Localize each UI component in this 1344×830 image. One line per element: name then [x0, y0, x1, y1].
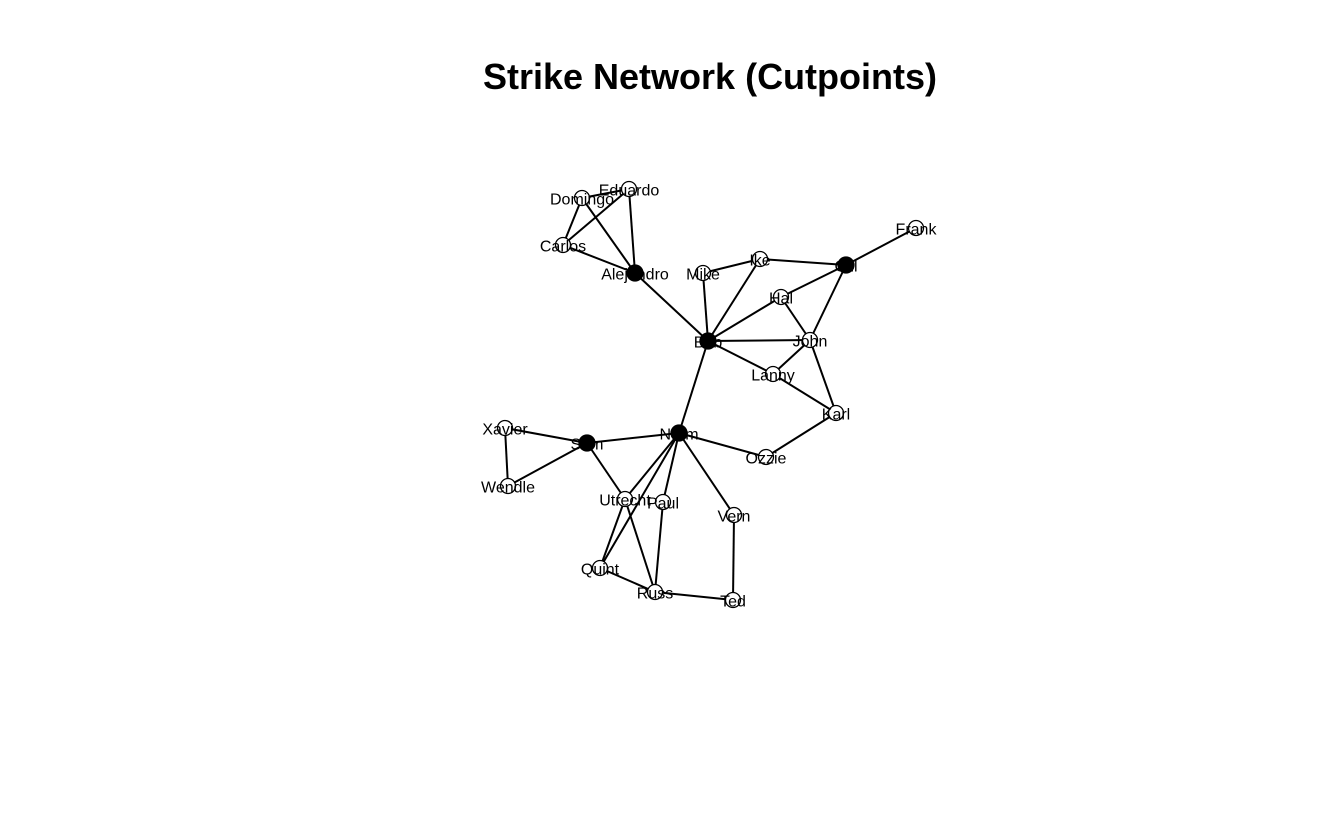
edge-norm-paul [662, 432, 680, 503]
edge-norm-utrecht [624, 432, 680, 500]
node-label-xavier: Xavier [482, 422, 528, 439]
node-label-vern: Vern [718, 509, 751, 526]
node-label-ozzie: Ozzie [746, 451, 787, 468]
node-paul [654, 493, 672, 511]
node-sam-cutpoint [578, 434, 596, 452]
node-gill-cutpoint [837, 256, 855, 274]
edge-bob-lanny [707, 340, 774, 375]
node-john [801, 331, 819, 349]
node-label-gill: Gill [834, 259, 857, 276]
node-mike [694, 264, 712, 282]
edge-bob-ike [707, 258, 761, 342]
edge-vern-ted [732, 514, 735, 601]
edge-john-karl [809, 339, 837, 414]
edge-karl-ozzie [765, 412, 837, 458]
node-label-mike: Mike [686, 267, 720, 284]
node-wendle [499, 477, 517, 495]
node-layer [496, 180, 925, 609]
edge-alejandro-domingo [581, 197, 636, 274]
edge-norm-quint [599, 432, 680, 569]
node-norm-cutpoint [670, 424, 688, 442]
edge-alejandro-bob [634, 272, 709, 342]
node-label-alejandro: Alejandro [601, 267, 669, 284]
edge-russ-ted [654, 591, 734, 601]
node-utrecht [616, 490, 634, 508]
node-label-domingo: Domingo [550, 192, 614, 209]
node-frank [907, 219, 925, 237]
edge-norm-sam [586, 432, 680, 444]
node-vern [725, 506, 743, 524]
edge-layer [504, 188, 917, 601]
edge-quint-russ [599, 567, 656, 593]
node-karl [827, 404, 845, 422]
node-label-sam: Sam [571, 437, 604, 454]
node-alejandro-cutpoint [626, 264, 644, 282]
edge-sam-wendle [507, 442, 588, 487]
node-russ [646, 583, 664, 601]
edge-bob-norm [678, 340, 709, 434]
node-label-quint: Quint [581, 562, 620, 579]
node-label-utrecht: Utrecht [599, 493, 651, 510]
node-label-john: John [793, 334, 828, 351]
edge-paul-russ [654, 501, 664, 593]
node-label-frank: Frank [896, 222, 938, 239]
edge-bob-mike [702, 272, 709, 342]
node-ike [751, 250, 769, 268]
edge-carlos-domingo [562, 197, 583, 246]
edge-norm-vern [678, 432, 735, 516]
edge-alejandro-eduardo [628, 188, 636, 274]
edge-carlos-eduardo [562, 188, 630, 246]
node-label-hal: Hal [769, 291, 793, 308]
node-xavier [496, 419, 514, 437]
edge-sam-utrecht [586, 442, 626, 500]
node-label-russ: Russ [637, 586, 673, 603]
edge-norm-ozzie [678, 432, 767, 458]
node-label-lanny: Lanny [751, 368, 795, 385]
node-hal [772, 288, 790, 306]
edge-utrecht-quint [599, 498, 626, 569]
node-bob-cutpoint [699, 332, 717, 350]
edge-john-lanny [772, 339, 811, 375]
node-label-paul: Paul [647, 496, 679, 513]
node-label-ike: Ike [749, 253, 770, 270]
edge-sam-xavier [504, 427, 588, 444]
node-lanny [764, 365, 782, 383]
node-domingo [573, 189, 591, 207]
node-label-norm: Norm [659, 427, 698, 444]
node-eduardo [620, 180, 638, 198]
edge-lanny-karl [772, 373, 837, 414]
edge-gill-frank [845, 227, 917, 266]
edge-bob-john [707, 339, 811, 342]
node-label-ted: Ted [720, 594, 746, 611]
node-ted [724, 591, 742, 609]
node-label-bob: Bob [694, 335, 723, 352]
node-label-karl: Karl [822, 407, 850, 424]
edge-ike-gill [759, 258, 847, 266]
edge-xavier-wendle [504, 427, 509, 487]
edge-alejandro-carlos [562, 244, 636, 274]
node-label-carlos: Carlos [540, 239, 586, 256]
edge-mike-ike [702, 258, 761, 274]
edge-gill-hal [780, 264, 847, 298]
node-label-wendle: Wendle [481, 480, 535, 497]
edge-gill-john [809, 264, 847, 341]
page-title: Strike Network (Cutpoints) [482, 56, 938, 97]
node-quint [591, 559, 609, 577]
edge-bob-hal [707, 296, 782, 342]
edge-utrecht-russ [624, 498, 656, 593]
node-label-eduardo: Eduardo [599, 183, 660, 200]
node-carlos [554, 236, 572, 254]
edge-hal-john [780, 296, 811, 341]
node-ozzie [757, 448, 775, 466]
